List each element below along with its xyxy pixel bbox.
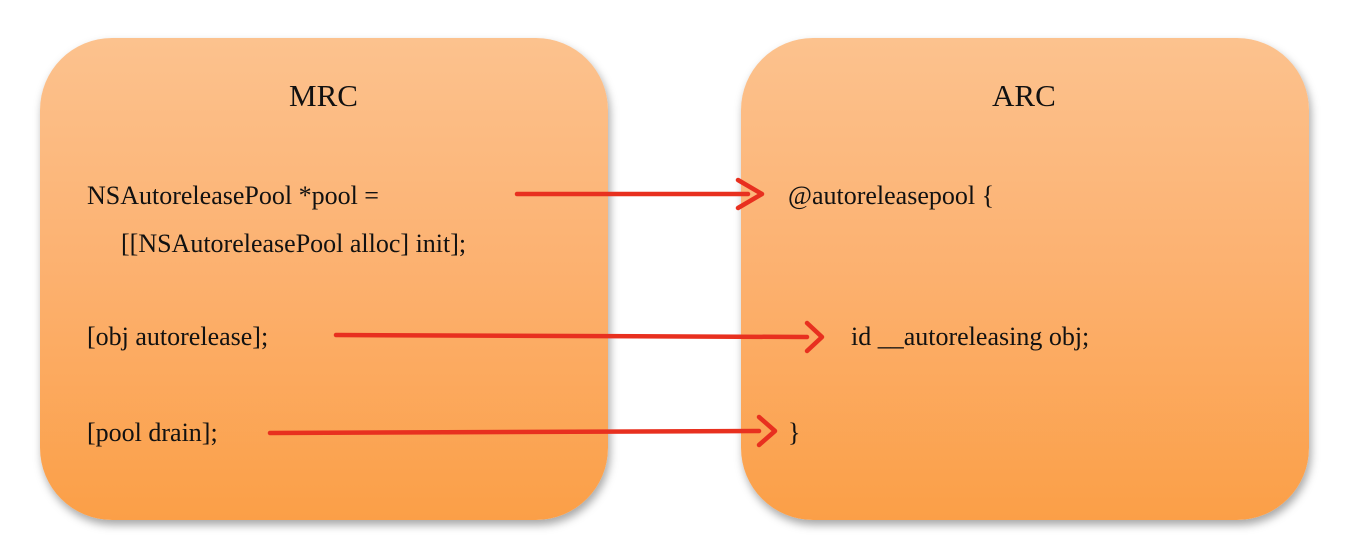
mrc-pool-declaration: NSAutoreleasePool *pool = bbox=[87, 181, 379, 210]
mrc-panel bbox=[40, 38, 608, 520]
mrc-title: MRC bbox=[289, 78, 358, 113]
mrc-pool-drain: [pool drain]; bbox=[87, 418, 218, 447]
arc-title: ARC bbox=[992, 78, 1056, 113]
arc-panel bbox=[741, 38, 1309, 520]
arc-block-close: } bbox=[788, 418, 801, 447]
mrc-autorelease-call: [obj autorelease]; bbox=[87, 322, 269, 351]
arc-autoreleasing-obj: id __autoreleasing obj; bbox=[851, 322, 1090, 351]
mrc-pool-init: [[NSAutoreleasePool alloc] init]; bbox=[121, 229, 467, 258]
arc-autoreleasepool-open: @autoreleasepool { bbox=[788, 181, 995, 210]
